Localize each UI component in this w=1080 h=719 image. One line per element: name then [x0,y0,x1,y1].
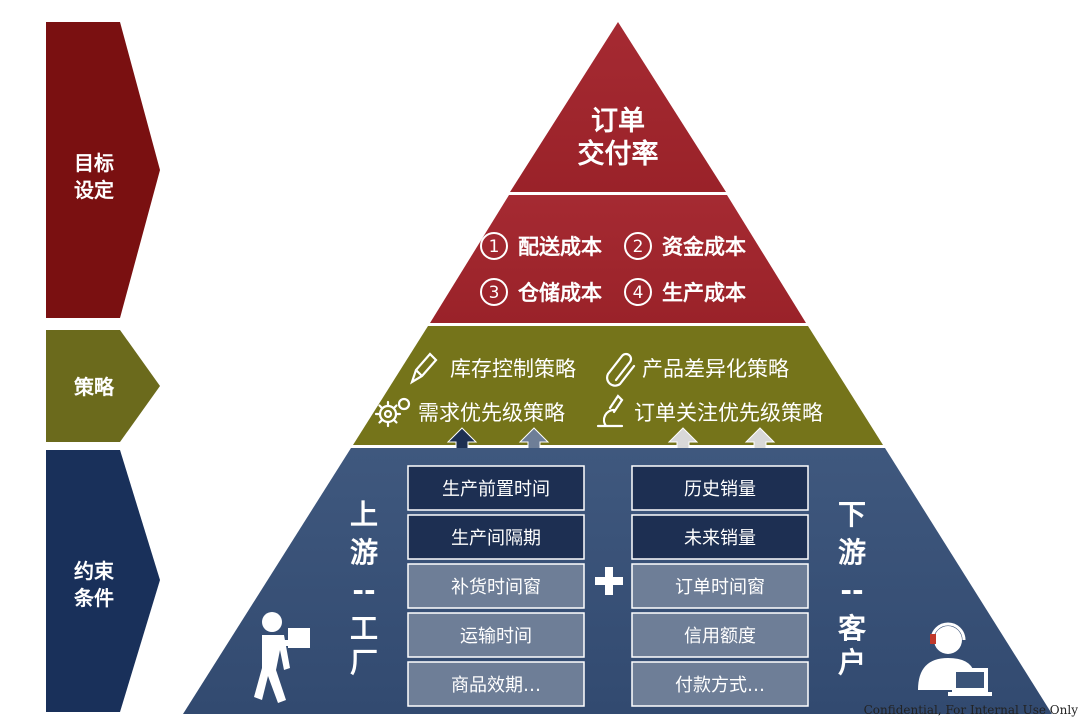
cost-item: 1 配送成本 [480,232,602,260]
top-title-line-1: 订单 [591,106,645,137]
cost-item: 4 生产成本 [624,278,746,306]
goal-label-line-1: 目标 [74,151,114,175]
upstream-constraints: 生产前置时间生产间隔期补货时间窗运输时间商品效期… [407,465,585,707]
customer-service-icon [918,622,992,696]
number-circle-icon [624,232,652,260]
constraint-label-line-2: 条件 [74,586,114,610]
constraint-label-line-1: 约束 [74,559,115,583]
constraint-box: 订单时间窗 [631,563,809,609]
constraint-box: 信用额度 [631,612,809,658]
title-char: 户 [838,646,866,679]
title-char: 厂 [350,646,378,679]
plus-icon [595,567,623,595]
title-char: 工 [350,612,378,645]
cost-label: 资金成本 [662,235,746,259]
side-label-strategy: 策略 [46,330,160,442]
cost-item: 3 仓储成本 [480,278,602,306]
constraint-box: 历史销量 [631,465,809,511]
strategy-label: 策略 [74,375,115,399]
title-char: 上 [350,498,378,531]
pyramid-cost-layer: 1 配送成本 2 资金成本 3 仓储成本 4 生产成本 [430,195,806,323]
title-char: 游 [350,536,378,569]
strategy-label: 库存控制策略 [450,357,576,381]
constraint-box: 生产间隔期 [407,514,585,560]
strategy-label: 订单关注优先级策略 [634,401,823,425]
paperclip-icon [606,352,636,387]
constraint-box: 付款方式… [631,661,809,707]
strategy-label: 需求优先级策略 [418,401,565,425]
constraint-box-label: 未来销量 [684,528,756,549]
downstream-title: 下游 -- 客户 [838,498,867,679]
strategy-label: 产品差异化策略 [642,357,789,381]
pyramid-constraint-layer: 上游--工厂 下游--客户 生产前置时间生产间隔期补货时间窗运输时间商品效期… … [183,448,1052,714]
constraint-box: 未来销量 [631,514,809,560]
number-circle-icon [480,232,508,260]
strategy-item: 需求优先级策略 [374,397,565,428]
constraint-box: 生产前置时间 [407,465,585,511]
constraint-box: 商品效期… [407,661,585,707]
title-char: -- [352,574,375,607]
strategy-item: 产品差异化策略 [606,352,789,387]
cost-label: 生产成本 [662,281,746,305]
constraint-box: 运输时间 [407,612,585,658]
cost-label: 仓储成本 [517,281,602,305]
title-char: 下 [838,498,866,531]
strategy-item: 订单关注优先级策略 [596,394,823,428]
pyramid-top-layer: 订单 交付率 [510,22,726,192]
constraint-box-label: 信用额度 [684,626,756,647]
microscope-icon [596,394,624,428]
number-circle-icon [624,278,652,306]
upstream-title: 上游 -- 工厂 [350,498,378,679]
constraint-box-label: 付款方式… [675,675,765,696]
constraint-box: 补货时间窗 [407,563,585,609]
side-label-constraint: 约束 条件 [46,450,160,712]
side-label-goal: 目标 设定 [46,22,160,318]
strategy-item: 库存控制策略 [410,352,576,385]
gears-icon [374,397,411,428]
number-circle-icon [480,278,508,306]
cost-number: 2 [633,237,644,257]
pencil-icon [410,352,438,385]
cost-number: 1 [489,237,500,257]
cost-label: 配送成本 [518,235,602,259]
constraint-box-label: 订单时间窗 [675,577,765,598]
constraint-box-label: 运输时间 [460,626,532,647]
constraint-box-label: 生产前置时间 [442,479,550,500]
title-char: -- [840,574,863,607]
worker-carrying-box-icon [254,612,310,703]
constraint-box-label: 商品效期… [451,675,541,696]
constraint-box-label: 补货时间窗 [451,577,541,598]
downstream-constraints: 历史销量未来销量订单时间窗信用额度付款方式… [631,465,809,707]
constraint-box-label: 历史销量 [684,479,756,500]
cost-number: 4 [633,283,644,303]
cost-number: 3 [489,283,500,303]
top-title-line-2: 交付率 [578,138,659,170]
title-char: 客 [838,612,867,645]
cost-item: 2 资金成本 [624,232,746,260]
goal-label-line-2: 设定 [74,178,114,202]
constraint-box-label: 生产间隔期 [451,528,541,549]
confidential-footer: Confidential, For Internal Use Only [863,703,1078,717]
title-char: 游 [838,536,866,569]
